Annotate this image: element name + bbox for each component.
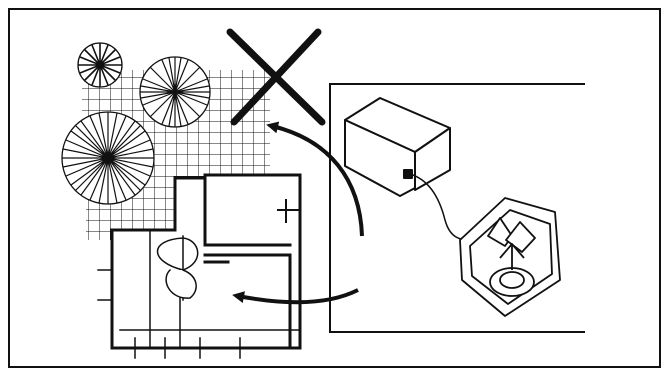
bush-icon (77, 42, 123, 88)
door-icon (156, 235, 230, 301)
arrow-up-to-garden (266, 121, 364, 237)
device-panel (329, 83, 585, 333)
bush-icon (61, 111, 155, 205)
floor-plan (97, 173, 302, 359)
x-mark-icon (226, 28, 326, 126)
bushes (61, 42, 211, 205)
bush-icon (139, 56, 211, 128)
electrical-outlet-icon (459, 197, 561, 317)
arrow-into-room (232, 288, 359, 305)
